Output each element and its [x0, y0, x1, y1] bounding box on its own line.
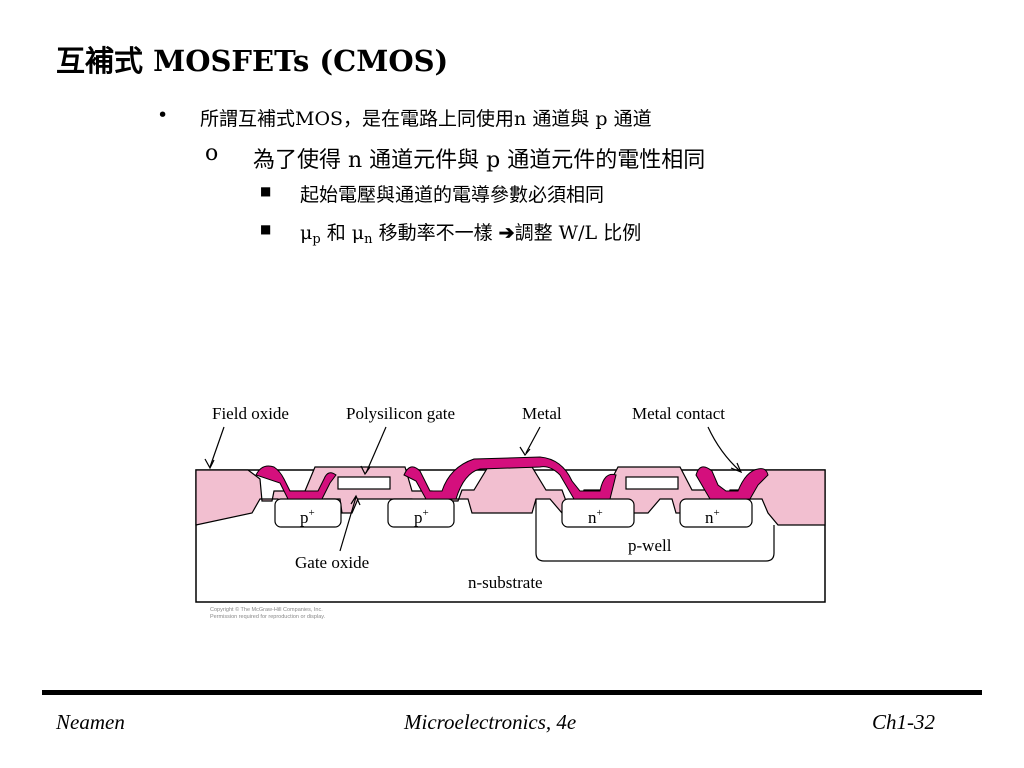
bullet-cmos-definition: 所謂互補式MOS，是在電路上同使用n 通道與 p 通道 [200, 108, 652, 130]
n-plus-label-right: n+ [705, 507, 720, 527]
p-plus-label-right: p+ [414, 507, 429, 527]
square-bullet-marker: ■ [260, 222, 272, 236]
metal-interconnect [403, 456, 617, 500]
footer-page-number: Ch1-32 [872, 710, 935, 734]
mu-subscript-n: n [364, 232, 373, 247]
mu-symbol: μ [300, 222, 313, 244]
mu-subscript-p: p [312, 232, 321, 247]
right-arrow-icon: ➔ [498, 222, 515, 244]
p-plus-label-left: p+ [300, 507, 315, 527]
bullet-threshold: 起始電壓與通道的電導參數必須相同 [300, 184, 605, 206]
footer-divider [42, 690, 982, 695]
cmos-cross-section-diagram: p+ p+ n+ n+ p-well n-substrate Field oxi… [195, 404, 826, 620]
poly-gate-left [337, 476, 391, 490]
polysilicon-gate-label: Polysilicon gate [346, 404, 455, 423]
footer-author: Neamen [56, 710, 125, 734]
field-oxide-label: Field oxide [212, 404, 289, 423]
copyright-line-2: Permission required for reproduction or … [210, 614, 326, 620]
adjust-wl-text: 調整 W/L 比例 [514, 222, 642, 244]
callout-arrows [204, 426, 743, 552]
n-plus-label-left: n+ [588, 507, 603, 527]
mu-symbol: μ [351, 222, 365, 244]
p-plus-region-right [387, 498, 455, 528]
n-substrate-label: n-substrate [468, 573, 543, 592]
bullet-marker: • [157, 104, 169, 126]
metal-contact-label: Metal contact [632, 404, 725, 423]
copyright-line-1: Copyright © The McGraw-Hill Companies, I… [210, 606, 323, 613]
poly-gate-right [625, 476, 679, 490]
gate-oxide-label: Gate oxide [295, 553, 369, 572]
p-well-region [535, 499, 775, 562]
p-well-label: p-well [628, 536, 672, 555]
bullet-same-electrical: 為了使得 n 通道元件與 p 通道元件的電性相同 [253, 148, 706, 173]
metal-contact-left [255, 465, 337, 500]
footer-book-title: Microelectronics, 4e [404, 710, 577, 734]
metal-label: Metal [522, 404, 562, 423]
slide-title: 互補式 MOSFETs (CMOS) [56, 44, 449, 78]
bullet-mobility: μp 和 μn 移動率不一樣 ➔調整 W/L 比例 [300, 218, 641, 247]
mobility-text: 移動率不一樣 [378, 222, 493, 244]
metal-contact-right [695, 466, 769, 500]
and-text: 和 [326, 222, 346, 244]
square-bullet-marker: ■ [260, 184, 272, 198]
sub-bullet-marker: o [205, 141, 219, 166]
